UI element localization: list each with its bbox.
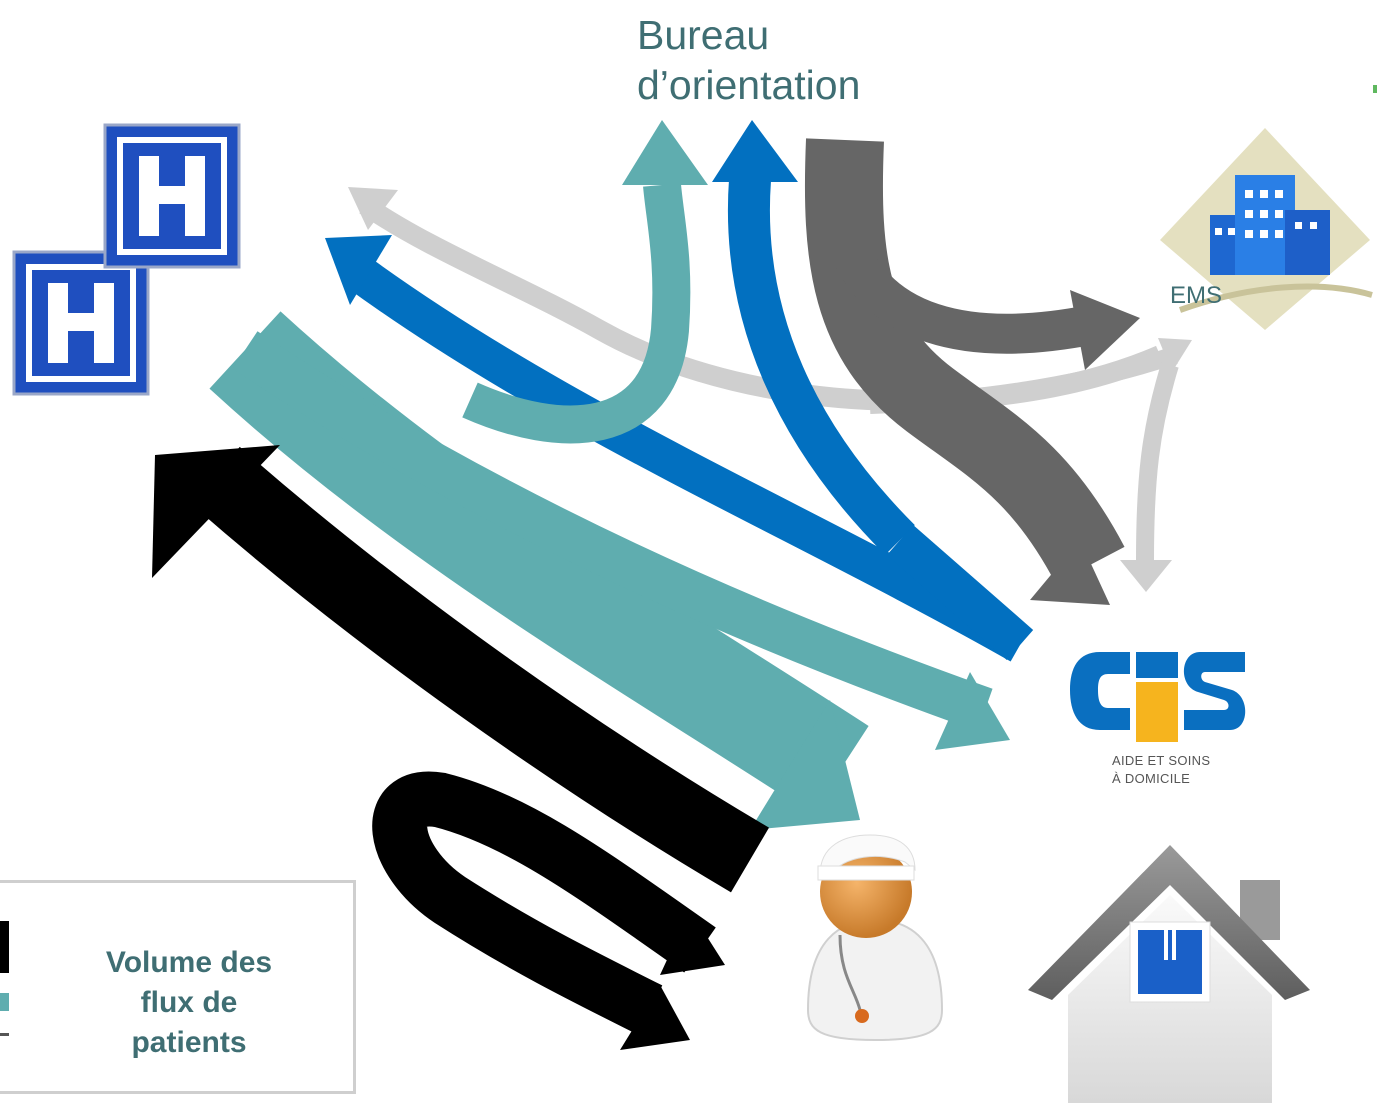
doctor-icon [806, 834, 944, 1042]
bureau-orientation-label: Bureau d’orientation [590, 10, 997, 110]
legend-swatch-black [0, 921, 9, 973]
flow-black [152, 445, 770, 1050]
legend-title: Volume des flux de patients [39, 943, 339, 1063]
legend-title-line1: Volume des [105, 946, 273, 979]
legend-title-line3: patients [131, 1026, 247, 1059]
flow-blue [325, 120, 1034, 662]
flow-dark-gray [804, 138, 1140, 605]
bureau-label-line2: d’orientation [637, 62, 861, 108]
cms-subtitle: AIDE ET SOINS À DOMICILE [1112, 752, 1210, 788]
home-icon [1028, 845, 1310, 1103]
legend-title-line2: flux de [140, 986, 238, 1019]
bureau-label-line1: Bureau [637, 12, 770, 58]
legend-swatch-gray [0, 1033, 9, 1036]
legend-box: Volume des flux de patients [0, 880, 356, 1094]
cms-logo [1070, 652, 1246, 742]
cms-subtitle-line1: AIDE ET SOINS [1112, 753, 1211, 768]
flow-teal [209, 120, 1010, 830]
ems-label: EMS [1170, 282, 1223, 309]
hospital-icon [12, 123, 241, 396]
ems-building-icon [1160, 128, 1373, 330]
legend-swatch-teal [0, 993, 9, 1011]
green-marker [1373, 85, 1377, 93]
cms-subtitle-line2: À DOMICILE [1112, 771, 1191, 786]
